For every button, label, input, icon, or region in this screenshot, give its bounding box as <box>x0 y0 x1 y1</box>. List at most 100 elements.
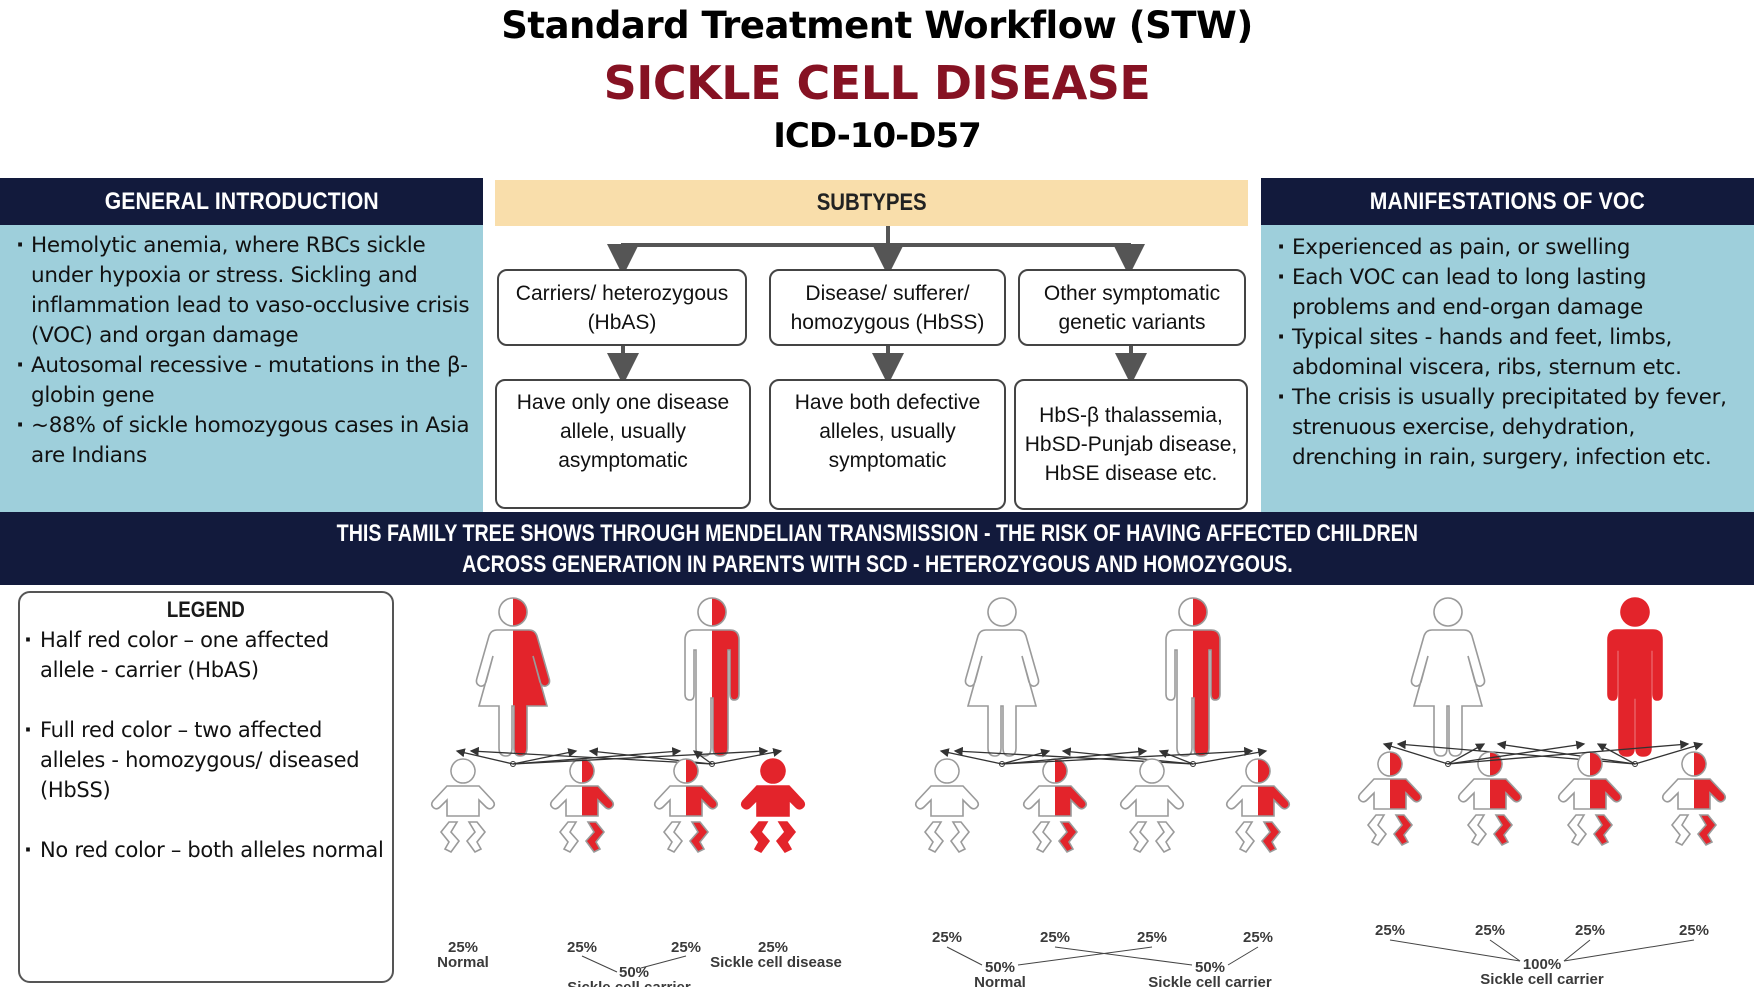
general-introduction-panel: GENERAL INTRODUCTION Hemolytic anemia, w… <box>0 178 483 512</box>
outcome-label: Sickle cell carrier <box>1480 971 1604 987</box>
child-figure-icon <box>430 758 496 854</box>
outcome-connector <box>581 955 618 973</box>
manifestation-bullet: Typical sites - hands and feet, limbs, a… <box>1277 323 1746 383</box>
mother-figure-icon <box>1410 597 1486 757</box>
inheritance-arrow <box>455 748 514 765</box>
father-figure-icon <box>1165 597 1221 757</box>
father-figure-icon <box>1607 597 1663 757</box>
child-figure-icon <box>549 758 615 854</box>
family-tree-normal-x-diseased: 25%25%25%25%100%Sickle cell carrier <box>1330 585 1754 987</box>
inheritance-arrow <box>1596 743 1636 765</box>
outcome-connector <box>1489 939 1521 962</box>
inheritance-arrow <box>512 746 769 765</box>
subtypes-heading: SUBTYPES <box>495 180 1248 226</box>
subtype-disease-box: Disease/ sufferer/ homozygous (HbSS) <box>769 269 1006 346</box>
general-introduction-list: Hemolytic anemia, where RBCs sickle unde… <box>0 225 483 471</box>
outcome-connector <box>1017 946 1153 966</box>
legend-box: LEGEND Half red color – one affected all… <box>18 591 394 983</box>
child-percent: 25% <box>671 939 701 956</box>
subtypes-panel: SUBTYPES Carriers/ heterozygous (HbAS) D… <box>495 180 1248 512</box>
manifestation-bullet: Each VOC can lead to long lasting proble… <box>1277 263 1746 323</box>
child-figure-icon <box>1457 751 1523 847</box>
inheritance-arrow <box>1447 740 1586 765</box>
child-figure-icon <box>1225 758 1291 854</box>
legend-item-normal: No red color – both alleles normal <box>24 835 386 865</box>
child-percent: 25% <box>1243 929 1273 946</box>
document-title: Standard Treatment Workflow (STW) <box>501 4 1253 47</box>
subtype-other-box: Other symptomatic genetic variants <box>1018 269 1246 346</box>
outcome-label: Sickle cell disease <box>710 954 842 971</box>
inheritance-arrow <box>1001 747 1148 765</box>
child-percent: 25% <box>1040 929 1070 946</box>
legend-item-carrier: Half red color – one affected allele - c… <box>24 625 386 685</box>
subtype-other-description: HbS-β thalassemia, HbSD-Punjab disease, … <box>1014 379 1248 510</box>
child-figure-icon <box>1022 758 1088 854</box>
subtype-disease-description: Have both defective alleles, usually sym… <box>769 379 1006 510</box>
child-percent: 25% <box>1137 929 1167 946</box>
banner-line-1: THIS FAMILY TREE SHOWS THROUGH MENDELIAN… <box>336 520 1418 547</box>
manifestation-bullet: Experienced as pain, or swelling <box>1277 233 1746 263</box>
child-percent: 25% <box>1475 922 1505 939</box>
inheritance-arrow <box>692 750 713 765</box>
inheritance-arrow <box>939 748 1003 765</box>
outcome-percent: 100% <box>1523 956 1561 973</box>
child-percent: 25% <box>758 939 788 956</box>
child-figure-icon <box>1661 751 1727 847</box>
outcome-connector <box>946 946 983 966</box>
inheritance-arrow <box>1447 740 1690 765</box>
family-tree-banner: THIS FAMILY TREE SHOWS THROUGH MENDELIAN… <box>0 512 1754 585</box>
inheritance-arrow <box>711 747 783 765</box>
outcome-label: Sickle cell carrier <box>567 979 691 987</box>
inheritance-arrow <box>512 748 578 765</box>
outcome-label: Normal <box>974 974 1026 987</box>
title-block: Standard Treatment Workflow (STW) SICKLE… <box>0 0 1754 165</box>
general-introduction-heading: GENERAL INTRODUCTION <box>0 178 483 225</box>
outcome-connector <box>1563 939 1695 962</box>
child-figure-icon <box>1357 751 1423 847</box>
inheritance-arrow <box>1192 747 1268 765</box>
inheritance-arrow <box>512 747 682 765</box>
outcome-label: Sickle cell carrier <box>1148 974 1272 987</box>
mother-figure-icon <box>475 597 551 757</box>
mother-figure-icon <box>964 597 1040 757</box>
child-figure-icon <box>1557 751 1623 847</box>
intro-bullet: ~88% of sickle homozygous cases in Asia … <box>16 411 475 471</box>
subtype-carriers-description: Have only one disease allele, usually as… <box>495 379 751 509</box>
manifestations-heading: MANIFESTATIONS OF VOC <box>1261 178 1754 225</box>
disease-title: SICKLE CELL DISEASE <box>603 56 1151 110</box>
child-percent: 25% <box>448 939 478 956</box>
icd-code: ICD-10-D57 <box>773 116 982 156</box>
child-percent: 25% <box>1575 922 1605 939</box>
child-percent: 25% <box>932 929 962 946</box>
outcome-connector <box>1389 939 1521 962</box>
subtype-carriers-box: Carriers/ heterozygous (HbAS) <box>497 269 747 346</box>
outcome-connector <box>1563 939 1591 962</box>
banner-line-2: ACROSS GENERATION IN PARENTS WITH SCD - … <box>461 551 1293 578</box>
manifestations-panel: MANIFESTATIONS OF VOC Experienced as pai… <box>1261 178 1754 512</box>
intro-bullet: Hemolytic anemia, where RBCs sickle unde… <box>16 231 475 351</box>
inheritance-arrow <box>1001 746 1254 765</box>
inheritance-arrow <box>1382 741 1449 765</box>
outcome-label: Normal <box>437 954 489 971</box>
outcome-connector <box>640 955 687 969</box>
manifestations-list: Experienced as pain, or swelling Each VO… <box>1261 225 1754 473</box>
intro-bullet: Autosomal recessive - mutations in the β… <box>16 351 475 411</box>
manifestation-bullet: The crisis is usually precipitated by fe… <box>1277 383 1746 473</box>
child-percent: 25% <box>1375 922 1405 939</box>
child-figure-icon <box>1119 758 1185 854</box>
outcome-percent: 50% <box>1195 959 1225 976</box>
outcome-connector <box>1054 946 1193 966</box>
legend-list: Half red color – one affected allele - c… <box>20 623 392 865</box>
inheritance-arrow <box>1001 748 1051 765</box>
child-figure-icon <box>653 758 719 854</box>
father-figure-icon <box>684 597 740 757</box>
legend-heading: LEGEND <box>167 597 245 622</box>
inheritance-arrow <box>1634 741 1704 765</box>
outcome-connector <box>1227 946 1259 966</box>
child-percent: 25% <box>567 939 597 956</box>
child-figure-icon <box>914 758 980 854</box>
inheritance-arrow <box>1447 743 1486 765</box>
inheritance-arrow <box>1158 749 1194 765</box>
